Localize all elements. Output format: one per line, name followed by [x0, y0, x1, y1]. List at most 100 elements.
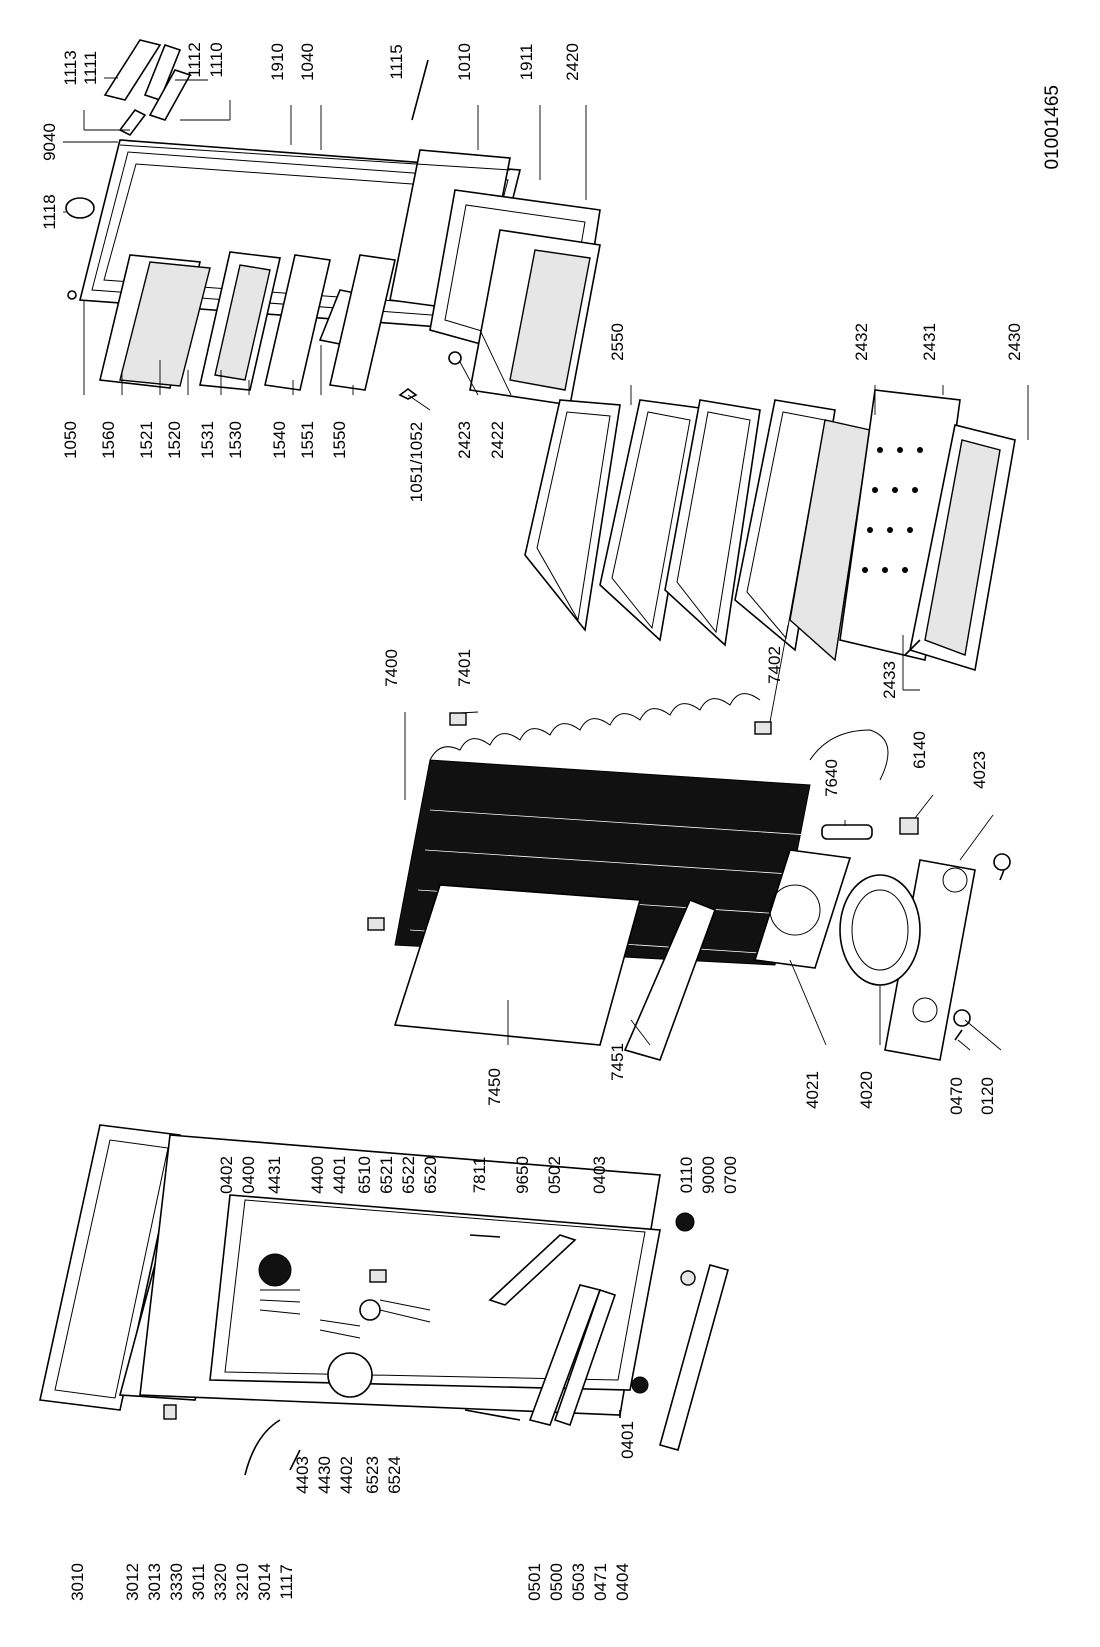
- part-label: 1910: [268, 43, 287, 81]
- part-label: 7400: [382, 649, 401, 687]
- part-label: 3330: [167, 1563, 186, 1601]
- labels-shelves-group: 2550 2432 2431 2430 7402 2433: [608, 323, 1024, 699]
- part-label: 1560: [99, 421, 118, 459]
- part-label: 6510: [355, 1156, 374, 1194]
- part-label: 1113: [61, 50, 80, 85]
- part-label: 0500: [547, 1563, 566, 1601]
- cabinet-group: [39, 1124, 729, 1476]
- part-label: 1118: [40, 194, 59, 229]
- door-assembly: [65, 39, 601, 406]
- cover-7451: [623, 898, 717, 1061]
- part-label: 0402: [217, 1156, 236, 1194]
- labels-cabinet-group: 3010 3012 3013 3330 3011 3320 3210 3014 …: [68, 1156, 740, 1601]
- part-label: 7640: [822, 759, 841, 797]
- strip-1115: [411, 59, 429, 121]
- pin-0470: [954, 1029, 963, 1041]
- lamp-holder-6510: [369, 1269, 387, 1283]
- part-label: 1521: [137, 421, 156, 459]
- part-7811: [469, 1234, 501, 1238]
- part-label: 0403: [590, 1156, 609, 1194]
- part-label: 0471: [591, 1563, 610, 1601]
- part-label: 6140: [910, 731, 929, 769]
- part-label: 7401: [455, 649, 474, 687]
- part-label: 1112: [185, 42, 204, 77]
- part-label: 0501: [525, 1563, 544, 1601]
- part-label: 9000: [699, 1156, 718, 1194]
- part-label: 6521: [377, 1156, 396, 1194]
- part-label: 1551: [298, 421, 317, 459]
- shelf-3: [664, 399, 761, 647]
- part-label: 2423: [455, 421, 474, 459]
- part-label: 4023: [970, 751, 989, 789]
- clip-7402: [754, 721, 772, 735]
- part-3014: [244, 1419, 281, 1476]
- part-label: 6524: [385, 1456, 404, 1494]
- part-label: 3210: [233, 1563, 252, 1601]
- shelf-4: [734, 399, 836, 652]
- part-label: 4403: [293, 1456, 312, 1494]
- part-9000: [680, 1270, 696, 1286]
- part-label: 4020: [857, 1071, 876, 1109]
- shelf-1: [524, 399, 621, 632]
- part-label: 0470: [947, 1077, 966, 1115]
- part-label: 6522: [399, 1156, 418, 1194]
- hinge-cover-1111: [103, 39, 162, 101]
- part-label: 4400: [308, 1156, 327, 1194]
- bracket-0502: [488, 1234, 577, 1306]
- part-label: 2433: [880, 661, 899, 699]
- labels-door-group: 9040 1113 1111 1112 1110 1910 1040 1115 …: [40, 42, 582, 502]
- clip-7401: [449, 712, 467, 726]
- part-label: 3014: [255, 1563, 274, 1601]
- top-cover-3010: [39, 1124, 181, 1411]
- part-label: 1111: [81, 51, 100, 85]
- hinge-1110: [148, 69, 192, 121]
- part-label: 0700: [721, 1156, 740, 1194]
- part-label: 0404: [613, 1563, 632, 1601]
- bracket-1051-1052: [398, 388, 418, 400]
- relay-6140: [899, 817, 919, 835]
- part-label: 2430: [1005, 323, 1024, 361]
- rail-0500: [553, 1288, 617, 1427]
- part-label: 2432: [852, 323, 871, 361]
- part-label: 6523: [363, 1456, 382, 1494]
- part-label: 1530: [226, 421, 245, 459]
- panel-7450: [393, 884, 642, 1046]
- part-label: 7451: [608, 1043, 627, 1081]
- part-label: 1520: [165, 421, 184, 459]
- leader-lines: [63, 77, 1029, 1051]
- part-label: 3320: [211, 1563, 230, 1601]
- part-label: 0502: [545, 1156, 564, 1194]
- part-label: 3010: [68, 1563, 87, 1601]
- part-label: 4401: [330, 1156, 349, 1194]
- shelves-group: [524, 389, 1016, 672]
- part-label: 1115: [387, 44, 406, 79]
- hinge-1112: [143, 44, 182, 101]
- part-label: 4431: [265, 1156, 284, 1194]
- part-label: 0120: [978, 1077, 997, 1115]
- door-bin-1540: [264, 254, 331, 391]
- condenser-group: [367, 693, 1011, 1061]
- screw-1050: [67, 290, 77, 300]
- part-label: 1110: [207, 42, 226, 77]
- part-label: 4402: [337, 1456, 356, 1494]
- part-label: 7811: [470, 1157, 489, 1194]
- hinge-1113: [118, 108, 147, 137]
- part-label: 0401: [618, 1421, 637, 1459]
- part-1117: [289, 1449, 301, 1471]
- filter-7640: [821, 824, 873, 840]
- rail-2433: [904, 639, 921, 656]
- part-label: 2420: [563, 43, 582, 81]
- part-label: 1050: [61, 421, 80, 459]
- duct-4402: [327, 1352, 373, 1398]
- part-label: 2431: [920, 323, 939, 361]
- part-label: 3012: [123, 1563, 142, 1601]
- part-label: 9040: [40, 123, 59, 161]
- foot-0110: [675, 1212, 695, 1232]
- part-label: 2422: [488, 421, 507, 459]
- part-label: 2550: [608, 323, 627, 361]
- part-label: 7450: [485, 1068, 504, 1106]
- part-3013: [163, 1404, 177, 1420]
- fan-housing-4021: [753, 849, 852, 969]
- part-label: 3013: [145, 1563, 164, 1601]
